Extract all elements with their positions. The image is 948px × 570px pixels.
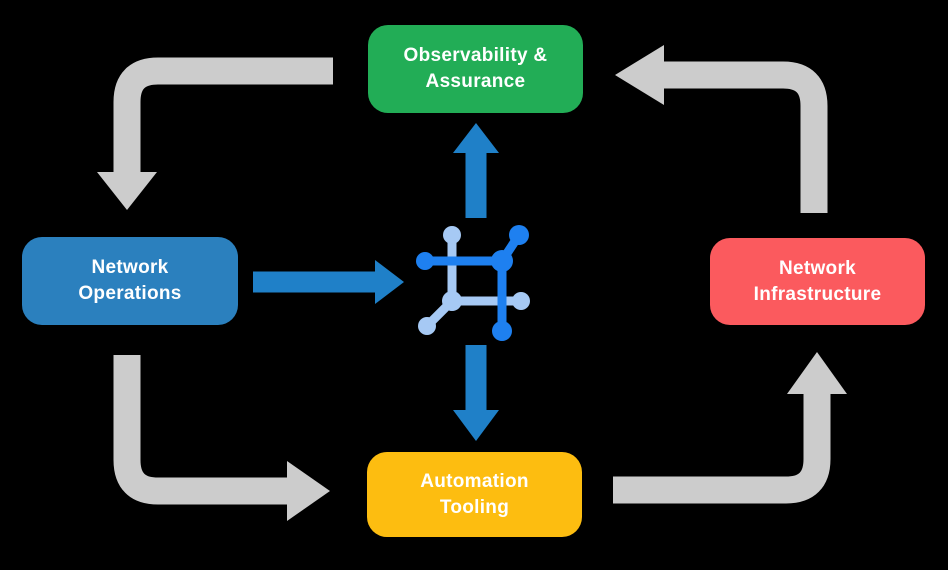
- arrow-center-to-automation-head: [453, 410, 499, 441]
- arrow-center-to-observability-head: [453, 123, 499, 153]
- arrow-automation-to-infrastructure-shaft: [613, 392, 831, 504]
- node-automation-tooling-label: Automation Tooling: [420, 470, 529, 518]
- mesh-bright-node-left: [416, 252, 434, 270]
- arrow-center-to-observability: [453, 123, 499, 218]
- mesh-light-junction: [442, 291, 462, 311]
- arrow-automation-to-infrastructure: [613, 352, 847, 504]
- mesh-bright-node-top-right: [509, 225, 529, 245]
- arrow-operations-to-automation-shaft: [113, 355, 289, 505]
- node-observability-assurance-label: Observability & Assurance: [403, 45, 548, 92]
- node-automation-tooling: Automation Tooling: [367, 452, 582, 537]
- arrow-infrastructure-to-observability: [615, 45, 828, 213]
- node-network-infrastructure-label: Network Infrastructure: [753, 257, 882, 305]
- arrow-automation-to-infrastructure-head: [787, 352, 847, 394]
- arrow-operations-to-center: [253, 260, 404, 304]
- arrow-operations-to-automation: [113, 355, 330, 521]
- arrow-observability-to-operations-shaft: [113, 57, 333, 174]
- mesh-light-node-right: [512, 292, 530, 310]
- node-network-operations-label: Network Operations: [78, 257, 182, 304]
- mesh-bright-junction: [491, 250, 513, 272]
- node-network-operations: Network Operations: [22, 237, 238, 325]
- mesh-light-node-top: [443, 226, 461, 244]
- arrow-infrastructure-to-observability-shaft: [662, 61, 828, 213]
- arrow-observability-to-operations-head: [97, 172, 157, 210]
- arrow-observability-to-operations: [97, 57, 333, 210]
- node-observability-assurance: Observability & Assurance: [368, 25, 583, 113]
- mesh-bright-node-bottom: [492, 321, 512, 341]
- arrow-center-to-automation: [453, 345, 499, 441]
- arrow-operations-to-center-head: [375, 260, 404, 304]
- network-mesh-icon: [416, 225, 530, 341]
- arrow-infrastructure-to-observability-head: [615, 45, 664, 105]
- node-network-infrastructure: Network Infrastructure: [710, 238, 925, 325]
- arrow-operations-to-automation-head: [287, 461, 330, 521]
- mesh-light-node-bottom-left: [418, 317, 436, 335]
